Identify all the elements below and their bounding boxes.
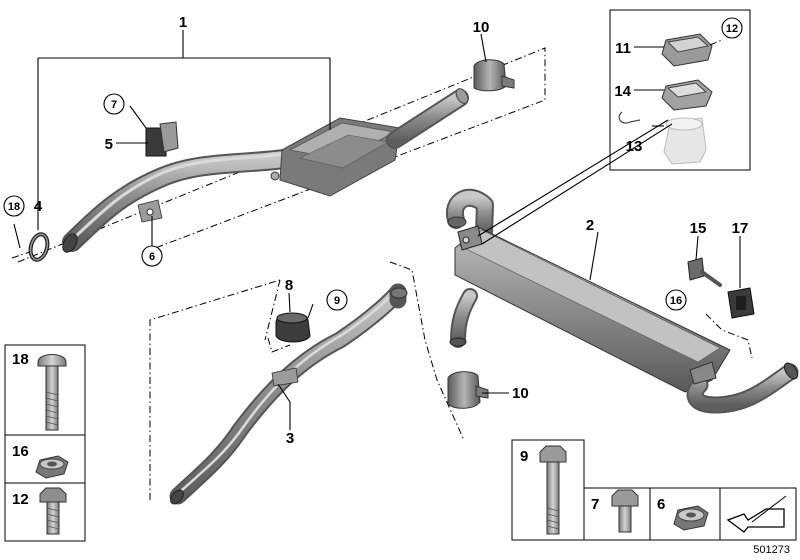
clamp-ring (11, 232, 50, 262)
callout-14: 14 (614, 83, 631, 100)
callout-11: 11 (615, 40, 631, 57)
rubber-mount-center (267, 312, 311, 353)
callout-15: 15 (690, 220, 707, 237)
leader-lines (13, 30, 741, 430)
direction-arrow-icon (726, 508, 785, 533)
callout-13: 13 (626, 138, 643, 155)
callout-10-bottom: 10 (512, 385, 529, 402)
legend-label-7: 7 (591, 496, 599, 513)
callout-18: 18 (8, 201, 20, 213)
callout-labels: 1 2 3 4 5 8 10 10 11 14 13 15 17 7 6 9 1… (3, 14, 749, 447)
rear-muffler (445, 188, 799, 414)
callout-10-top: 10 (473, 19, 490, 36)
inset-pointer-a (477, 119, 669, 237)
callout-6-circle (141, 245, 163, 267)
callout-6: 6 (149, 251, 155, 263)
legend-label-18: 18 (12, 351, 29, 368)
callout-16: 16 (670, 295, 682, 307)
muffler-hanger-bracket (687, 257, 753, 359)
pipe-clamp-top (473, 59, 515, 92)
callout-2: 2 (586, 217, 594, 234)
front-pipe-with-catalytic-converter (17, 47, 546, 263)
rubber-mount (145, 121, 179, 157)
callout-18-circle (3, 195, 25, 217)
center-pipe (149, 261, 464, 505)
callout-8: 8 (285, 277, 293, 294)
callout-12-circle (721, 17, 743, 39)
legend-label-16: 16 (12, 443, 29, 460)
fastener-legend-bottom: 9 7 6 (511, 439, 797, 541)
rubber-hanger (727, 287, 755, 319)
legend-label-9: 9 (520, 448, 528, 465)
callout-5: 5 (105, 136, 113, 153)
legend-label-6: 6 (657, 496, 665, 513)
callout-9: 9 (334, 295, 340, 307)
pipe-clamp-bottom (447, 371, 489, 409)
diagram-reference-number: 501273 (753, 544, 790, 556)
callout-3: 3 (286, 430, 294, 447)
legend-label-12: 12 (12, 491, 29, 508)
fastener-legend-left: 18 16 12 (4, 344, 86, 542)
callout-7: 7 (111, 99, 117, 111)
callout-9-circle (326, 289, 348, 311)
inset-pointer-b (481, 123, 673, 245)
callout-7-circle (103, 93, 125, 115)
callout-16-circle (665, 289, 687, 311)
callout-12: 12 (726, 23, 738, 35)
callout-1: 1 (179, 14, 187, 31)
callout-4: 4 (34, 198, 43, 215)
callout-17: 17 (732, 220, 749, 237)
